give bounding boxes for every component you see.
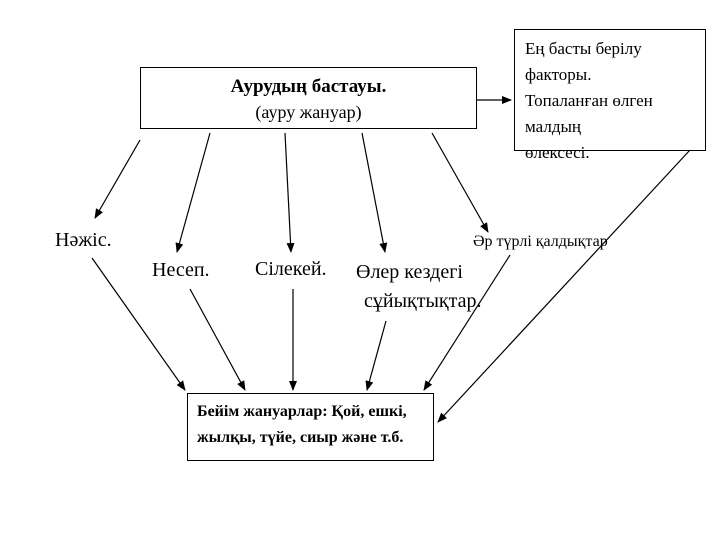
factor-line-3: өлексесі. [525, 143, 590, 162]
arrow-source-to-qaldyq [431, 132, 489, 233]
susceptible-animals-box: Бейім жануарлар: Қой, ешкі, жылқы, түйе,… [187, 393, 434, 461]
arrow-source-to-oler [361, 132, 388, 253]
node-death-fluids: Өлер кездегі сұйықтықтар. [356, 258, 482, 316]
arrow-source-to-nazhis [94, 139, 141, 219]
main-factor-box: Ең басты берілу факторы. Топаланған өлге… [514, 29, 706, 162]
arrow-oler-to-target [365, 320, 387, 391]
arrow-nazhis-to-target [91, 257, 186, 391]
node-death-fluids-line-1: Өлер кездегі [356, 261, 463, 283]
arrow-nesep-to-target [189, 288, 246, 391]
target-line-2: жылқы, түйе, сиыр және т.б. [197, 429, 404, 446]
arrow-qaldyq-to-target [423, 254, 511, 391]
factor-line-2: Топаланған өлген малдың [525, 91, 653, 136]
arrow-factors-to-target [437, 149, 691, 423]
factor-line-1: Ең басты берілу факторы. [525, 39, 642, 84]
source-subtitle: (ауру жануар) [255, 102, 362, 122]
node-various-waste: Әр түрлі қалдықтар [473, 233, 608, 250]
arrow-source-to-silekei [284, 132, 295, 253]
source-title: Аурудың бастауы. [230, 76, 387, 97]
node-saliva: Сілекей. [255, 258, 327, 280]
target-line-1: Бейім жануарлар: Қой, ешкі, [197, 403, 407, 420]
arrow-source-to-nesep [175, 132, 211, 253]
node-death-fluids-line-2: сұйықтықтар. [364, 290, 482, 312]
node-feces: Нәжіс. [55, 229, 112, 251]
node-urine: Несеп. [152, 259, 210, 281]
disease-source-box: Аурудың бастауы. (ауру жануар) [140, 67, 477, 129]
